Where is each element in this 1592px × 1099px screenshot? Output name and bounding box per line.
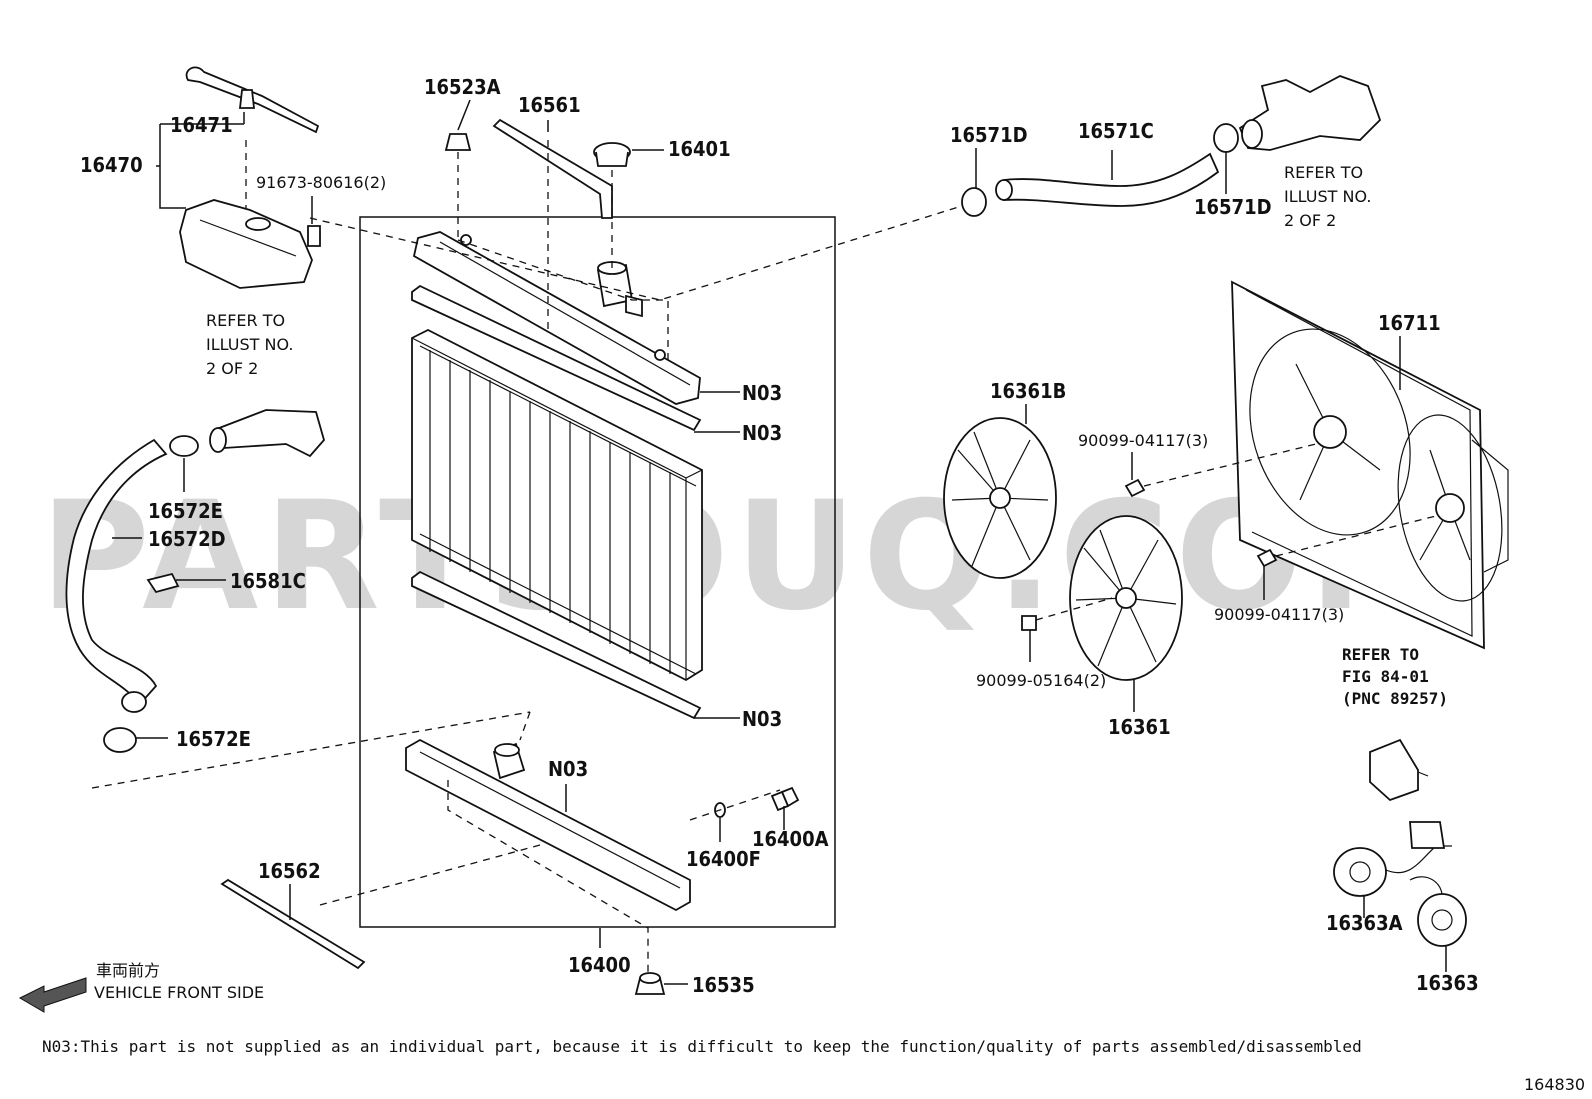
label-16471: 16471 — [170, 113, 233, 137]
radiator-upper-gasket — [411, 284, 702, 432]
label-16400F: 16400F — [686, 847, 761, 871]
label-n03-3: N03 — [742, 707, 782, 731]
bolt-91673-80616[interactable] — [307, 225, 321, 247]
label-16571C: 16571C — [1078, 119, 1154, 143]
label-90099-04117-b: 90099-04117(3) — [1214, 605, 1344, 624]
label-16571D-right: 16571D — [1194, 195, 1272, 219]
overflow-hose-16471[interactable] — [185, 66, 320, 134]
bolt-90099-04117-a[interactable] — [1124, 478, 1146, 498]
vehicle-front-arrow-icon — [18, 977, 87, 1013]
direction-english: VEHICLE FRONT SIDE — [94, 983, 264, 1002]
label-16400A: 16400A — [752, 827, 829, 851]
fan-motor-16363A[interactable] — [1333, 821, 1452, 897]
label-16470: 16470 — [80, 153, 143, 177]
refer-fig-line1: REFER TO — [1342, 645, 1419, 664]
refer-fig-line2: FIG 84-01 — [1342, 667, 1429, 686]
radiator-assembly-frame — [359, 216, 836, 928]
refer-left-line3: 2 OF 2 — [206, 359, 258, 378]
fan-16361B[interactable] — [943, 417, 1057, 579]
label-16711: 16711 — [1378, 311, 1441, 335]
refer-fig-line3: (PNC 89257) — [1342, 689, 1448, 708]
direction-japanese: 車両前方 — [96, 961, 160, 980]
label-90099-04117-a: 90099-04117(3) — [1078, 431, 1208, 450]
label-16572E-bottom: 16572E — [176, 727, 251, 751]
label-16401: 16401 — [668, 137, 731, 161]
label-90099-05164: 90099-05164(2) — [976, 671, 1106, 690]
label-16361: 16361 — [1108, 715, 1171, 739]
bolt-90099-04117-b[interactable] — [1256, 548, 1278, 568]
radiator-hose-16571C[interactable] — [995, 152, 1220, 207]
label-16561: 16561 — [518, 93, 581, 117]
radiator-cap-16401[interactable] — [593, 142, 631, 167]
radiator-core[interactable] — [411, 328, 703, 682]
label-16572D: 16572D — [148, 527, 226, 551]
clamp-16572E-top[interactable] — [169, 435, 199, 457]
footnote-n03: N03:This part is not supplied as an indi… — [42, 1037, 1362, 1056]
radiator-lower-gasket — [411, 570, 702, 720]
label-16523A: 16523A — [424, 75, 501, 99]
fan-motor-16363[interactable] — [1409, 876, 1467, 947]
clamp-16572E-bottom[interactable] — [103, 727, 137, 753]
drain-cock-16400A[interactable] — [770, 786, 800, 812]
label-n03-1: N03 — [742, 381, 782, 405]
clamp-16571D-left[interactable] — [961, 187, 987, 217]
refer-left-line1: REFER TO — [206, 311, 285, 330]
watermark-text: PARTSOUQ.COM — [40, 470, 1464, 644]
figure-number: 164830 — [1524, 1075, 1585, 1094]
label-n03-2: N03 — [742, 421, 782, 445]
label-16400: 16400 — [568, 953, 631, 977]
label-16562: 16562 — [258, 859, 321, 883]
label-16581C: 16581C — [230, 569, 306, 593]
label-16535: 16535 — [692, 973, 755, 997]
water-outlet-left[interactable] — [209, 409, 325, 458]
clip-16581C[interactable] — [146, 572, 180, 594]
fan-relay[interactable] — [1369, 738, 1429, 802]
refer-right-line3: 2 OF 2 — [1284, 211, 1336, 230]
refer-left-line2: ILLUST NO. — [206, 335, 293, 354]
label-16361B: 16361B — [990, 379, 1066, 403]
cushion-16535[interactable] — [634, 972, 666, 995]
seal-16562[interactable] — [220, 878, 366, 970]
seal-16561[interactable] — [492, 118, 613, 219]
clamp-16571D-right[interactable] — [1213, 123, 1239, 153]
fan-16361[interactable] — [1069, 515, 1183, 681]
label-16363: 16363 — [1416, 971, 1479, 995]
water-outlet-right[interactable] — [1238, 75, 1382, 151]
cushion-16523A[interactable] — [444, 133, 472, 151]
radiator-hose-16572D[interactable] — [65, 438, 168, 713]
label-16571D-left: 16571D — [950, 123, 1028, 147]
label-91673-80616: 91673-80616(2) — [256, 173, 386, 192]
nut-90099-05164[interactable] — [1021, 615, 1037, 631]
label-n03-4: N03 — [548, 757, 588, 781]
label-16572E-top: 16572E — [148, 499, 223, 523]
refer-right-line2: ILLUST NO. — [1284, 187, 1371, 206]
refer-right-line1: REFER TO — [1284, 163, 1363, 182]
label-16363A: 16363A — [1326, 911, 1403, 935]
radiator-lower-tank[interactable] — [405, 738, 691, 912]
reservoir-tank-16470[interactable] — [179, 199, 313, 289]
